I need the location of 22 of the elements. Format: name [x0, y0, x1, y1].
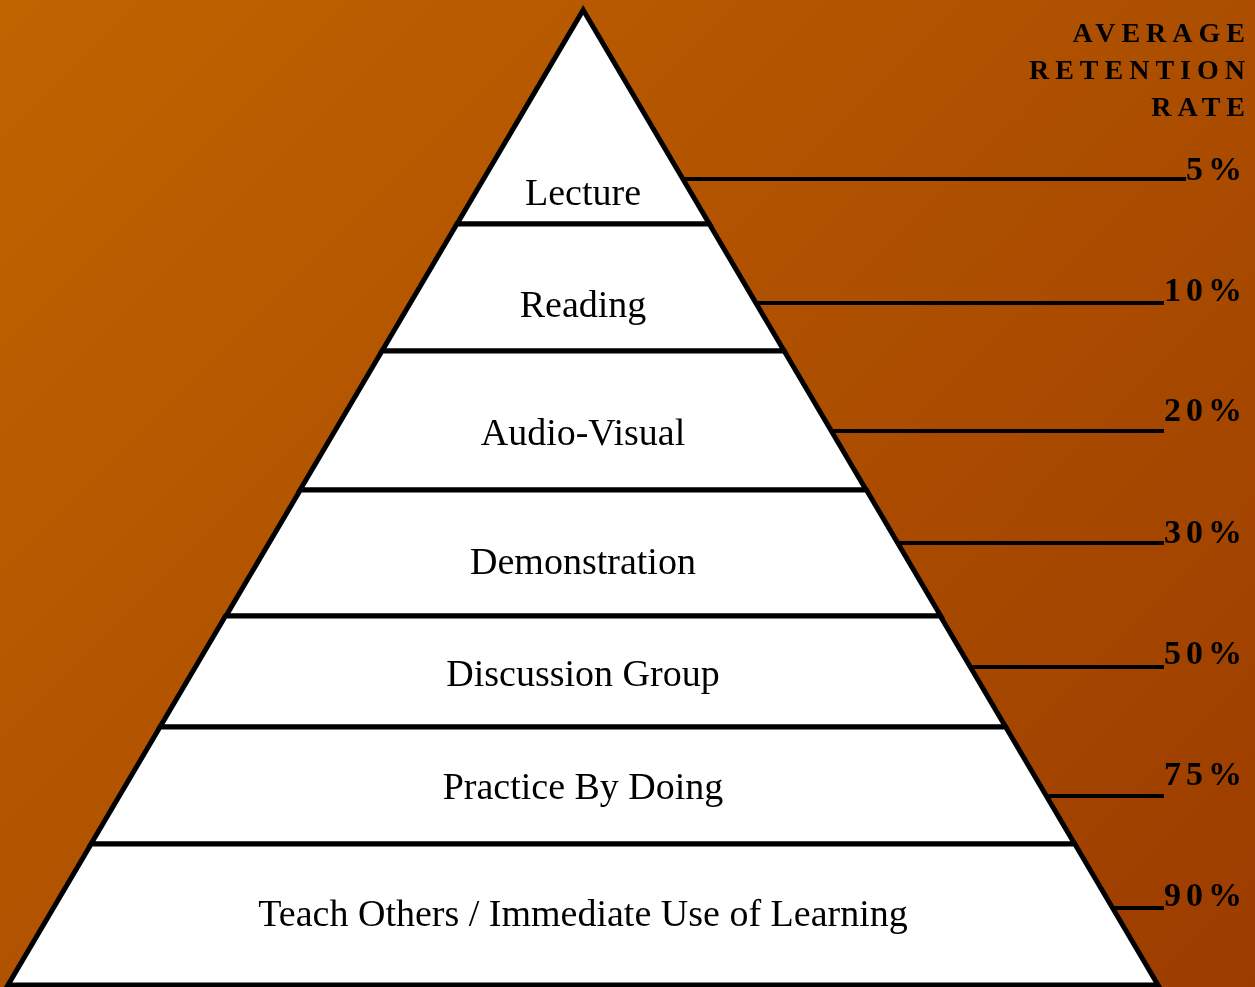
tier-label: Discussion Group [446, 651, 720, 695]
retention-percentage: 75% [1164, 755, 1247, 793]
retention-percentage: 5% [1186, 150, 1247, 188]
retention-percentage: 10% [1164, 271, 1247, 309]
retention-percentage: 50% [1164, 634, 1247, 672]
leader-line [1048, 794, 1164, 798]
tier-label: Reading [519, 282, 647, 326]
leader-line [899, 541, 1164, 545]
leader-line [972, 665, 1164, 669]
retention-percentage: 20% [1164, 391, 1247, 429]
leader-line [757, 301, 1164, 305]
tier-label: Lecture [524, 170, 641, 214]
tier-label: Teach Others / Immediate Use of Learning [258, 891, 908, 935]
tier-label: Audio-Visual [480, 410, 686, 454]
leader-line [833, 429, 1164, 433]
column-heading: AVERAGE RETENTION RATE [1027, 16, 1251, 124]
retention-percentage: 30% [1164, 513, 1247, 551]
retention-percentage: 90% [1164, 876, 1247, 914]
leader-line [1114, 906, 1164, 910]
leader-line [684, 177, 1186, 181]
tier-label: Demonstration [470, 539, 696, 583]
tier-label: Practice By Doing [442, 764, 724, 808]
